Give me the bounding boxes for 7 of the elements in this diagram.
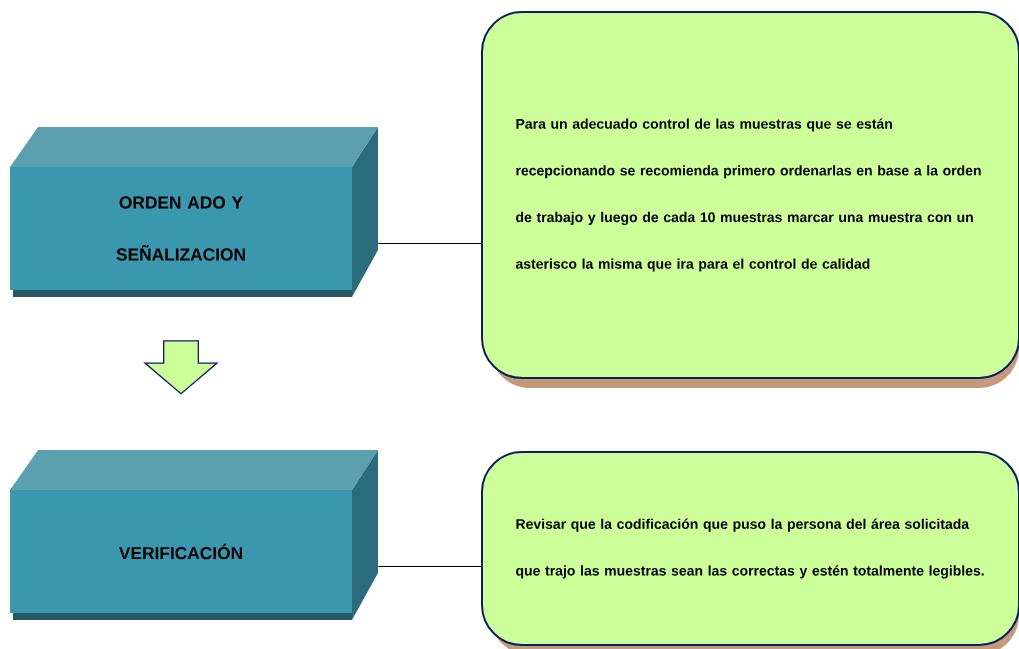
- connector-line: [377, 565, 482, 568]
- block-arrow: [143, 340, 219, 395]
- callout-box: Para un adecuado control de las muestras que se están recepcionando se recomienda primero ordenarlas en base a la orden de trabajo y luego de cada 10 muestras marcar una muestra con un asterisco la misma que ira para el control de calidad: [481, 11, 1019, 388]
- callout-box: Revisar que la codificación que puso la persona del área solicitada que trajo las muestras sean las correctas y estén totalmente legibles.: [481, 451, 1019, 649]
- connector-line: [377, 242, 482, 245]
- block: VERIFICACIÓN: [10, 450, 378, 620]
- block: ORDEN ADO Y SEÑALIZACION: [10, 127, 378, 297]
